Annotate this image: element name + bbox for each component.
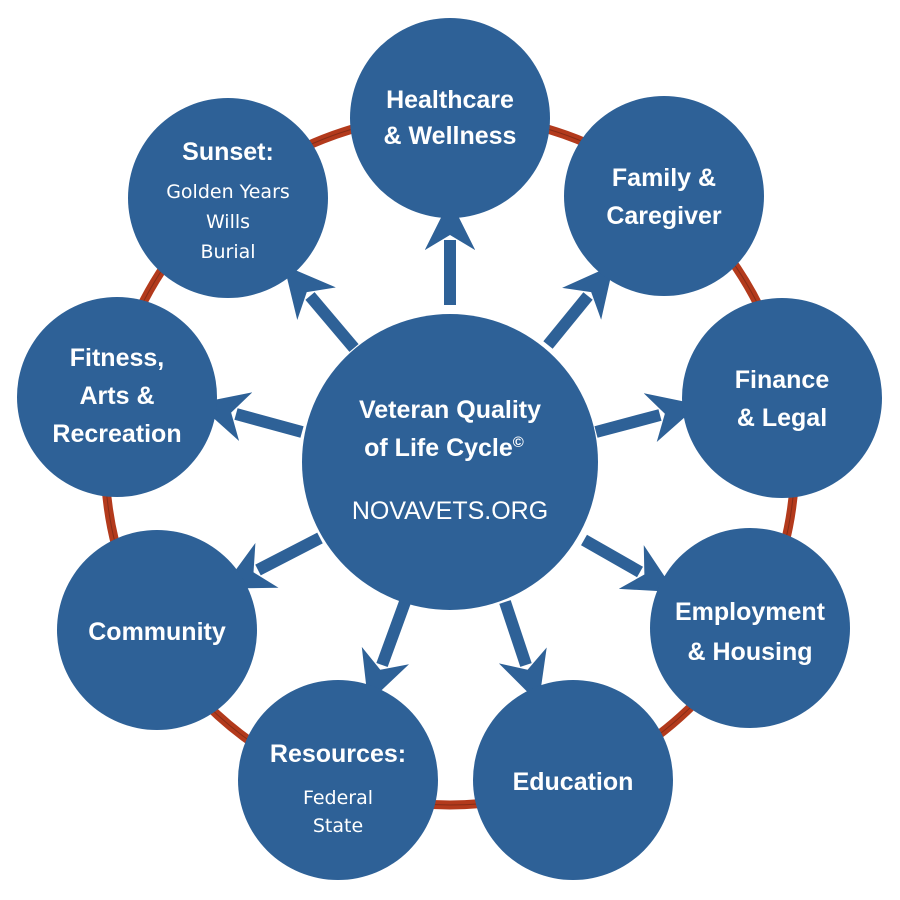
center-circle bbox=[302, 314, 598, 610]
arrow-to-education bbox=[498, 600, 547, 704]
arrow-to-sunset bbox=[283, 265, 359, 352]
arrow-to-fitness bbox=[197, 392, 304, 441]
node-subtitle-sunset: Wills bbox=[206, 211, 250, 233]
node-title-employment: Employment bbox=[675, 598, 826, 626]
node-circle-sunset bbox=[128, 98, 328, 298]
node-title-finance: & Legal bbox=[737, 404, 827, 432]
arrow-to-community bbox=[222, 532, 323, 589]
node-subtitle-resources: State bbox=[313, 815, 363, 837]
copyright-mark: © bbox=[513, 434, 524, 451]
node-circle-community bbox=[57, 530, 257, 730]
node-subtitle-sunset: Golden Years bbox=[166, 181, 290, 203]
node-title-family: Caregiver bbox=[606, 202, 722, 230]
node-title-fitness: Recreation bbox=[52, 420, 181, 448]
node-circle-resources bbox=[238, 680, 438, 880]
arrow-group bbox=[197, 199, 699, 704]
node-title-education: Education bbox=[513, 768, 634, 796]
node-fitness: Fitness, Arts & Recreation bbox=[17, 297, 217, 497]
node-family: Family & Caregiver bbox=[564, 96, 764, 296]
arrow-to-employment bbox=[581, 534, 676, 593]
node-title-sunset: Sunset: bbox=[182, 138, 274, 166]
node-circle-education bbox=[473, 680, 673, 880]
node-title-resources: Resources: bbox=[270, 740, 406, 768]
node-healthcare: Healthcare & Wellness bbox=[350, 18, 550, 218]
node-subtitle-resources: Federal bbox=[303, 787, 373, 809]
arrow-to-family bbox=[543, 264, 614, 349]
center-hub: Veteran Quality of Life Cycle© NOVAVETS.… bbox=[302, 314, 598, 610]
node-title-healthcare: & Wellness bbox=[384, 122, 517, 150]
node-title-fitness: Arts & bbox=[79, 382, 154, 410]
node-circle-employment bbox=[650, 528, 850, 728]
node-title-community: Community bbox=[88, 618, 226, 646]
node-title-fitness: Fitness, bbox=[70, 344, 164, 372]
node-subtitle-sunset: Burial bbox=[200, 241, 255, 263]
node-employment: Employment & Housing bbox=[650, 528, 850, 728]
node-circle-fitness bbox=[17, 297, 217, 497]
node-circle-finance bbox=[682, 298, 882, 498]
node-title-finance: Finance bbox=[735, 366, 830, 394]
node-title-family: Family & bbox=[612, 164, 716, 192]
arrow-to-resources bbox=[361, 599, 411, 703]
node-education: Education bbox=[473, 680, 673, 880]
center-title-line1: Veteran Quality bbox=[359, 396, 541, 424]
center-title-line2: of Life Cycle© bbox=[364, 434, 524, 462]
node-title-employment: & Housing bbox=[688, 638, 813, 666]
node-finance: Finance & Legal bbox=[682, 298, 882, 498]
node-community: Community bbox=[57, 530, 257, 730]
node-title-healthcare: Healthcare bbox=[386, 86, 514, 114]
arrow-to-finance bbox=[594, 393, 699, 442]
center-website: NOVAVETS.ORG bbox=[352, 497, 548, 525]
node-circle-family bbox=[564, 96, 764, 296]
node-circle-healthcare bbox=[350, 18, 550, 218]
